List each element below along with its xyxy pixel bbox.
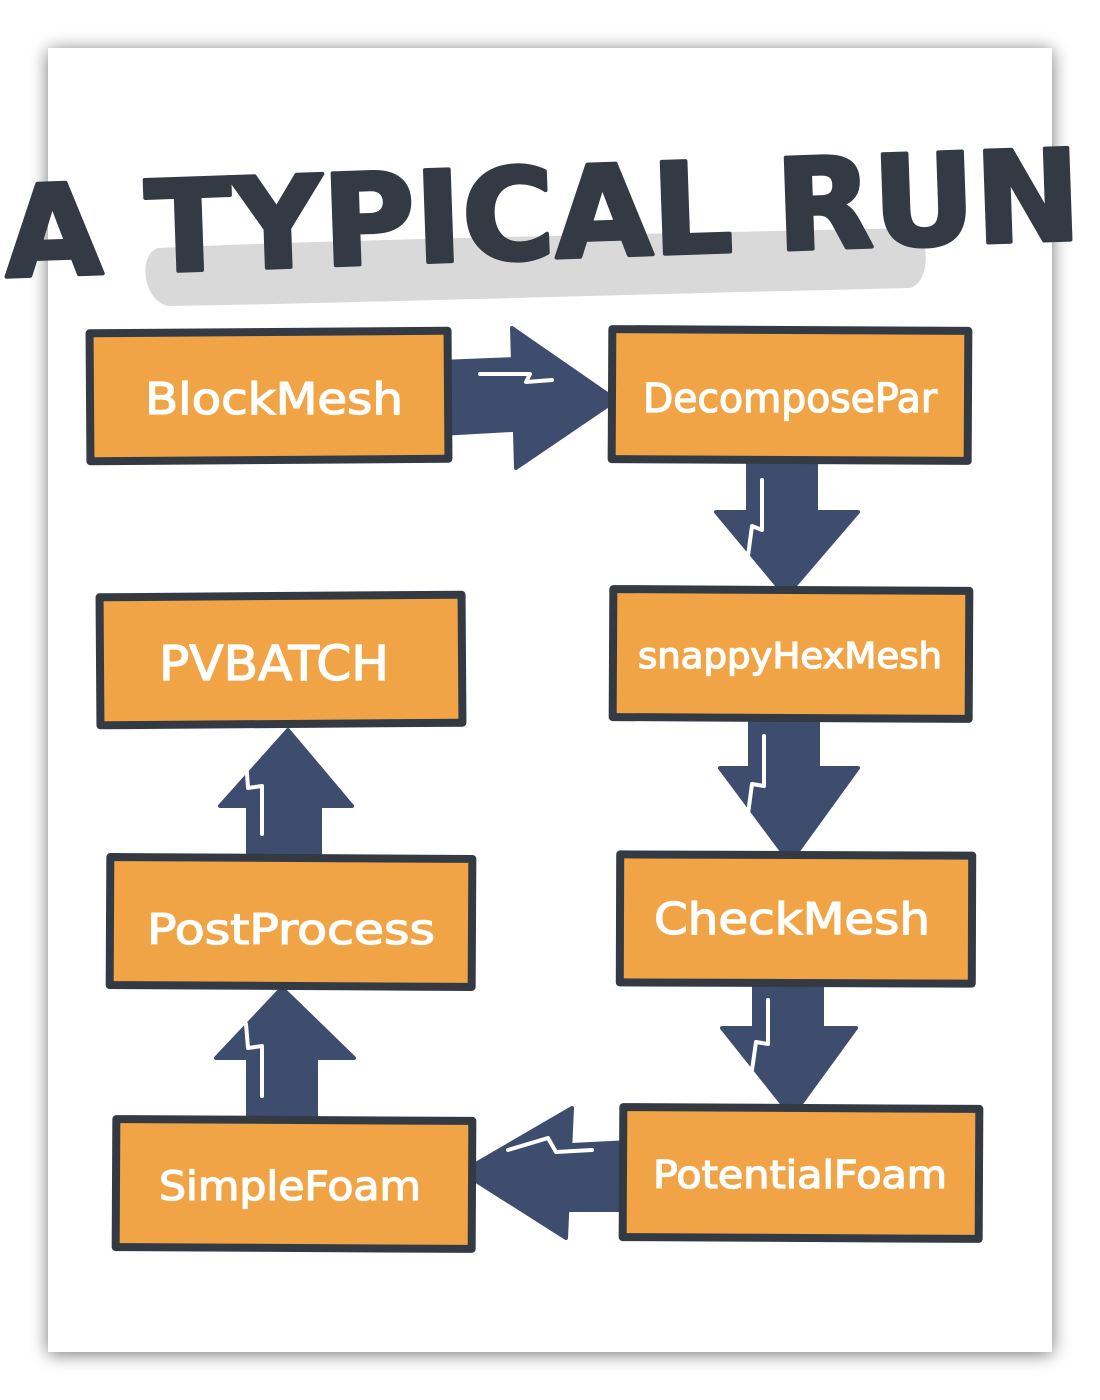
step-postprocess: PostProcess — [105, 853, 477, 991]
step-decomposepar: DecomposePar — [607, 325, 973, 465]
arrow-head — [718, 766, 860, 864]
arrow-snappyhexmesh-to-checkmesh — [718, 712, 860, 864]
arrow-highlight — [746, 734, 766, 816]
arrow-head — [214, 986, 356, 1060]
arrow-blockmesh-to-decomposepar — [440, 326, 618, 470]
step-label: DecomposePar — [643, 376, 938, 422]
title-highlight — [145, 228, 926, 306]
flow-arrows — [214, 326, 860, 1240]
arrow-simplefoam-to-postprocess — [214, 986, 356, 1128]
arrow-shaft — [246, 796, 322, 864]
step-simplefoam: SimpleFoam — [111, 1115, 477, 1253]
step-box — [608, 585, 974, 723]
arrow-decomposepar-to-snappyhexmesh — [714, 452, 860, 598]
arrow-highlight — [750, 998, 770, 1072]
arrow-checkmesh-to-potentialfoam — [720, 978, 858, 1118]
step-checkmesh: CheckMesh — [615, 850, 977, 988]
step-potentialfoam: PotentialFoam — [618, 1103, 984, 1243]
arrow-potentialfoam-to-simplefoam — [460, 1106, 630, 1240]
step-box — [111, 1115, 477, 1253]
step-box — [85, 326, 453, 466]
arrow-head — [510, 326, 618, 470]
arrow-highlight — [244, 1022, 264, 1098]
step-box — [105, 853, 477, 991]
page-title: A TYPICAL RUN — [2, 122, 1083, 306]
arrow-highlight — [244, 758, 264, 836]
step-label: PotentialFoam — [653, 1153, 947, 1197]
step-label: BlockMesh — [145, 374, 403, 425]
step-snappyhexmesh: snappyHexMesh — [608, 585, 974, 723]
step-pvbatch: PVBATCH — [95, 590, 467, 730]
step-label: PostProcess — [147, 905, 435, 954]
arrow-highlight — [478, 372, 554, 384]
arrow-highlight — [506, 1136, 594, 1154]
step-blockmesh: BlockMesh — [85, 326, 453, 466]
step-box — [607, 325, 973, 465]
arrow-highlight — [746, 478, 764, 558]
step-box — [615, 850, 977, 988]
step-label: CheckMesh — [654, 894, 930, 945]
step-label: SimpleFoam — [159, 1164, 421, 1210]
step-label: PVBATCH — [159, 636, 389, 692]
step-box — [618, 1103, 984, 1243]
step-box — [95, 590, 467, 730]
step-label: snappyHexMesh — [638, 636, 942, 677]
arrow-postprocess-to-pvbatch — [218, 728, 354, 864]
